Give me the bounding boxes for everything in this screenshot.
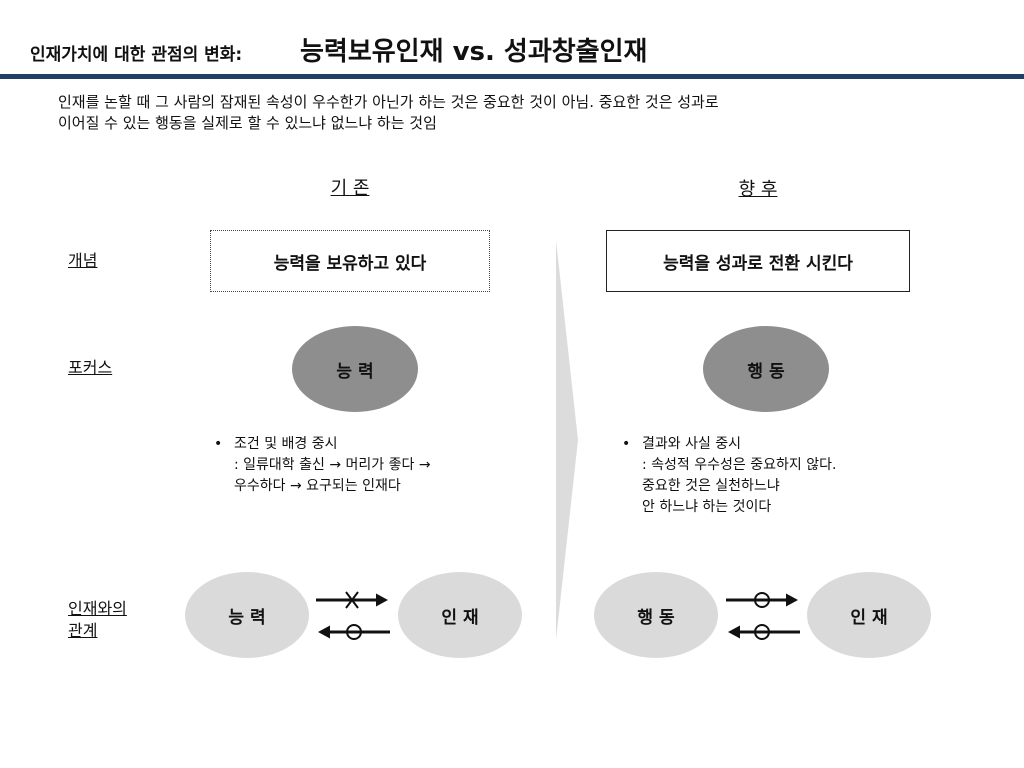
concept-box-after: 능력을 성과로 전환 시킨다 [606, 230, 910, 292]
o-mark-icon [754, 624, 770, 640]
relation-arrows-after [726, 592, 800, 640]
concept-box-before: 능력을 보유하고 있다 [210, 230, 490, 292]
intro-line-1: 인재를 논할 때 그 사람의 잠재된 속성이 우수한가 아닌가 하는 것은 중요… [58, 93, 719, 111]
chevron-shape [556, 240, 578, 640]
row-label-relation-line-2: 관계 [68, 621, 98, 640]
slide-title-main: 능력보유인재 vs. 성과창출인재 [300, 37, 648, 67]
focus-ellipse-before: 능 력 [292, 326, 418, 412]
bullet-item-before: 조건 및 배경 중시 : 일류대학 출신 → 머리가 좋다 → 우수하다 → 요… [212, 434, 532, 497]
bullet-list-after: 결과와 사실 중시 : 속성적 우수성은 중요하지 않다. 중요한 것은 실천하… [620, 434, 940, 518]
bullet-list-before: 조건 및 배경 중시 : 일류대학 출신 → 머리가 좋다 → 우수하다 → 요… [212, 434, 532, 497]
row-label-concept: 개념 [68, 251, 98, 270]
row-label-relation-line-1: 인재와의 [68, 599, 127, 618]
relation-ellipse-before-talent: 인 재 [398, 572, 522, 658]
focus-ellipse-after: 행 동 [703, 326, 829, 412]
o-mark-icon [754, 592, 770, 608]
column-header-before: 기 존 [330, 178, 370, 199]
relation-ellipse-before-ability: 능 력 [185, 572, 309, 658]
row-label-focus: 포커스 [68, 358, 113, 377]
arrow-right-crossed [316, 591, 388, 609]
row-label-relation: 인재와의 관계 [68, 598, 127, 642]
bullet-after-line-1: 결과와 사실 중시 [642, 436, 742, 452]
bullet-after-line-3: 중요한 것은 실천하느냐 [642, 478, 780, 494]
bullet-after-line-2: : 속성적 우수성은 중요하지 않다. [642, 457, 837, 473]
slide-title-prefix: 인재가치에 대한 관점의 변화: [30, 45, 243, 65]
column-header-after: 향 후 [738, 179, 778, 200]
bullet-item-after: 결과와 사실 중시 : 속성적 우수성은 중요하지 않다. 중요한 것은 실천하… [620, 434, 940, 518]
relation-ellipse-after-talent: 인 재 [807, 572, 931, 658]
bullet-before-line-1: 조건 및 배경 중시 [234, 436, 338, 452]
relation-arrows-before [316, 591, 390, 640]
arrow-right-circled [726, 592, 798, 608]
o-mark-icon [346, 624, 362, 640]
intro-text: 인재를 논할 때 그 사람의 잠재된 속성이 우수한가 아닌가 하는 것은 중요… [58, 92, 958, 134]
relation-ellipse-after-action: 행 동 [594, 572, 718, 658]
bullet-after-line-4: 안 하느냐 하는 것이다 [642, 499, 772, 515]
transition-chevron-arrow [556, 240, 578, 640]
arrow-left-circled [318, 624, 390, 640]
bullet-before-line-3: 우수하다 → 요구되는 인재다 [234, 478, 401, 494]
intro-line-2: 이어질 수 있는 행동을 실제로 할 수 있느냐 없느냐 하는 것임 [58, 114, 437, 132]
title-divider [0, 74, 1024, 79]
bullet-before-line-2: : 일류대학 출신 → 머리가 좋다 → [234, 457, 431, 473]
arrow-left-circled [728, 624, 800, 640]
